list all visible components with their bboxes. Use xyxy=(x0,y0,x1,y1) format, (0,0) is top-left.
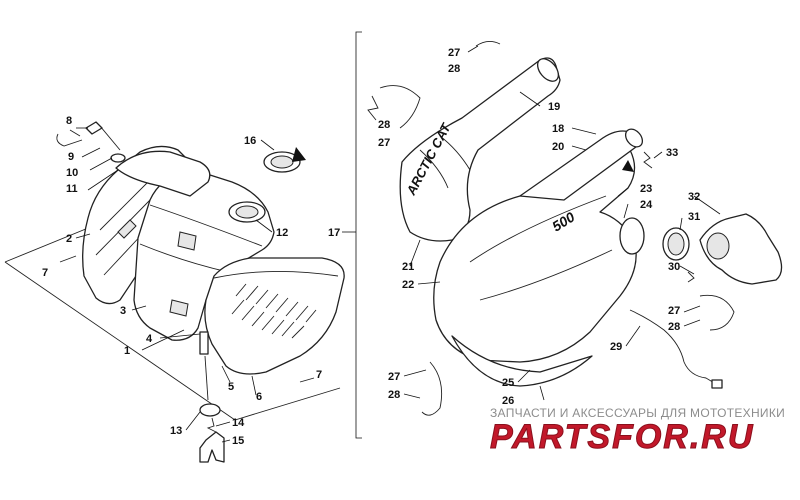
callout-25: 25 xyxy=(502,377,514,389)
callout-15: 15 xyxy=(232,435,244,447)
pipe-coupling xyxy=(619,217,645,255)
watermark-logo: PARTSFOR.RU xyxy=(490,418,754,456)
callout-17: 17 xyxy=(328,227,340,239)
callout-27a: 27 xyxy=(448,47,460,59)
callout-30: 30 xyxy=(668,261,680,273)
callout-12: 12 xyxy=(276,227,288,239)
callout-22: 22 xyxy=(402,279,414,291)
mount-bracket xyxy=(199,431,225,463)
callout-13: 13 xyxy=(170,425,182,437)
pipe-belly xyxy=(451,335,593,387)
callout-18: 18 xyxy=(552,123,564,135)
callout-28d: 28 xyxy=(388,389,400,401)
callout-20: 20 xyxy=(552,141,564,153)
drain-stem xyxy=(199,331,209,355)
hair-pin xyxy=(56,129,83,147)
washer xyxy=(110,153,126,163)
group-bracket xyxy=(355,31,362,439)
callout-2: 2 xyxy=(66,233,72,245)
callout-1: 1 xyxy=(124,345,130,357)
callout-29: 29 xyxy=(610,341,622,353)
callout-7: 7 xyxy=(42,267,48,279)
spring-strap xyxy=(379,85,421,129)
spring xyxy=(687,271,695,283)
screw xyxy=(299,377,315,383)
callout-31: 31 xyxy=(688,211,700,223)
callout-32: 32 xyxy=(688,191,700,203)
callout-6: 6 xyxy=(256,391,262,403)
watermark-tagline: ЗАПЧАСТИ И АКСЕССУАРЫ ДЛЯ МОТОТЕХНИКИ xyxy=(490,406,785,420)
assembly-outline-bottom xyxy=(4,261,341,421)
callout-5: 5 xyxy=(228,381,234,393)
callout-24: 24 xyxy=(640,199,653,211)
callout-28a: 28 xyxy=(448,63,460,75)
shield-slots xyxy=(231,283,317,339)
spring xyxy=(206,417,217,433)
callout-21: 21 xyxy=(402,261,414,273)
callout-3: 3 xyxy=(120,305,126,317)
exhaust-pipe-assembly: ARCTIC CAT 500 xyxy=(367,41,783,416)
spring-strap xyxy=(421,361,443,416)
callout-11: 11 xyxy=(66,183,78,195)
callout-14: 14 xyxy=(232,417,245,429)
retaining-spring xyxy=(367,41,501,121)
callout-26: 26 xyxy=(502,395,514,407)
sensor-connector xyxy=(711,379,723,389)
watermark: ЗАПЧАСТИ И АКСЕССУАРЫ ДЛЯ МОТОТЕХНИКИ PA… xyxy=(490,406,785,457)
callout-9: 9 xyxy=(68,151,74,163)
bolt xyxy=(85,121,103,135)
sensor-cable xyxy=(629,309,717,385)
callout-33: 33 xyxy=(666,147,678,159)
callout-10: 10 xyxy=(66,167,78,179)
callout-27c: 27 xyxy=(668,305,680,317)
exhaust-manifold xyxy=(699,213,783,285)
spring xyxy=(643,151,653,169)
callout-labels: 8 9 10 11 16 12 2 7 3 1 4 5 6 7 13 14 15… xyxy=(42,47,700,447)
grommet xyxy=(199,403,221,417)
callout-16: 16 xyxy=(244,135,256,147)
callout-7b: 7 xyxy=(316,369,322,381)
arrow-indicator xyxy=(622,160,634,172)
screw xyxy=(59,255,77,263)
callout-19: 19 xyxy=(548,101,560,113)
arrow-indicator xyxy=(292,147,306,162)
callout-27d: 27 xyxy=(388,371,400,383)
callout-27b: 27 xyxy=(378,137,390,149)
spring-strap xyxy=(699,294,735,331)
front-heat-shield xyxy=(204,257,345,375)
callout-23: 23 xyxy=(640,183,652,195)
muffler-assembly xyxy=(4,121,345,463)
callout-4: 4 xyxy=(146,333,153,345)
callout-8: 8 xyxy=(66,115,72,127)
callout-28c: 28 xyxy=(668,321,680,333)
baffle-top xyxy=(115,150,211,197)
callout-28b: 28 xyxy=(378,119,390,131)
leader-lines xyxy=(75,45,721,443)
